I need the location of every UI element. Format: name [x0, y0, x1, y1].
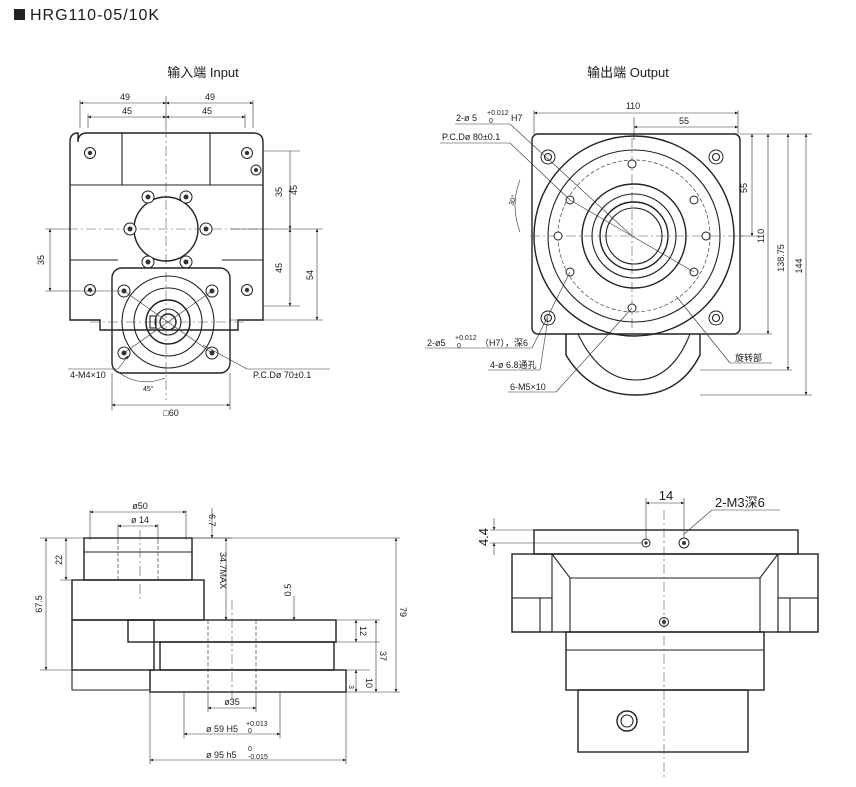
- output-callout-pin-bot: 2-ø5: [427, 338, 446, 348]
- input-dim-35-right: 35: [274, 187, 284, 197]
- front-callout-tap: 2-M3深6: [715, 495, 765, 510]
- side-dim-37: 37: [378, 651, 388, 661]
- side-dim-10: 10: [364, 678, 374, 688]
- side-view: ø50 ø 14 22 67.5 6.7 34.7MAX: [34, 501, 408, 764]
- input-dim-49-left: 49: [120, 92, 130, 102]
- output-view: 输出端 Output 110 55: [425, 65, 812, 396]
- input-view-title: 输入端 Input: [167, 65, 239, 80]
- output-pin-bot-fit: （H7），深6: [480, 338, 528, 348]
- side-dim-12: 12: [358, 626, 368, 636]
- output-angle-30: 30°: [507, 194, 518, 207]
- output-dim-144: 144: [794, 258, 804, 273]
- output-callout-thru: 4-ø 6.8通孔: [490, 360, 537, 370]
- input-angle-45: 45°: [143, 385, 154, 393]
- output-pin-top-tol-up: +0.012: [487, 110, 509, 117]
- input-dim-49-right: 49: [205, 92, 215, 102]
- input-dim-45-right: 45: [202, 106, 212, 116]
- side-dim-d59: ø 59 H5: [206, 724, 238, 734]
- output-callout-pin-top: 2-ø 5: [456, 113, 477, 123]
- side-dim-67-5: 67.5: [34, 595, 44, 613]
- output-pin-bot-tol-dn: 0: [457, 343, 461, 350]
- output-pin-top-fit: H7: [511, 113, 523, 123]
- side-dim-d14: ø 14: [131, 515, 149, 525]
- output-callout-tap: 6-M5×10: [510, 382, 546, 392]
- input-dim-54: 54: [305, 270, 315, 280]
- input-view: 输入端 Input 49 49 45 45: [36, 65, 330, 418]
- front-dim-14: 14: [659, 488, 673, 503]
- input-dim-35-left: 35: [36, 255, 46, 265]
- side-dim-79: 79: [398, 607, 408, 617]
- front-dim-4-4: 4.4: [476, 528, 491, 546]
- drawing-heading: HRG110-05/10K: [14, 7, 160, 25]
- side-dim-6-7: 6.7: [207, 514, 217, 527]
- side-dim-d95: ø 95 h5: [206, 750, 237, 760]
- front-view: 14 2-M3深6 4.4: [476, 488, 819, 780]
- output-dim-110-top: 110: [626, 101, 640, 111]
- output-callout-pcd: P.C.Dø 80±0.1: [442, 132, 500, 142]
- input-dim-45-upper: 45: [274, 263, 284, 273]
- input-dim-45-lower: 45: [289, 185, 299, 195]
- input-dim-square-60: □60: [163, 408, 178, 418]
- side-dim-d35: ø35: [224, 697, 240, 707]
- side-dim-0-5: 0.5: [283, 584, 293, 597]
- side-dim-3: 3: [347, 685, 354, 689]
- side-dim-d95-tol-up: 0: [248, 746, 252, 753]
- heading-square-icon: [14, 9, 25, 20]
- output-pin-bot-tol-up: +0.012: [455, 335, 477, 342]
- side-dim-d50: ø50: [132, 501, 148, 511]
- output-dim-55-top: 55: [679, 116, 689, 126]
- output-dim-110-right: 110: [756, 229, 766, 243]
- output-view-title: 输出端 Output: [587, 65, 669, 80]
- output-dim-138-75: 138.75: [776, 244, 786, 272]
- side-dim-max: 34.7MAX: [218, 552, 228, 589]
- output-dim-55-right: 55: [739, 183, 749, 193]
- side-dim-d59-tol-dn: 0: [248, 728, 252, 735]
- input-callout-tap: 4-M4×10: [70, 370, 106, 380]
- output-callout-rotary: 旋转部: [735, 352, 762, 363]
- input-dim-45-left: 45: [122, 106, 132, 116]
- output-pin-top-tol-dn: 0: [489, 118, 493, 125]
- side-dim-d95-tol-dn: -0.015: [248, 754, 268, 761]
- drawing-title: HRG110-05/10K: [30, 7, 161, 24]
- input-callout-pcd: P.C.Dø 70±0.1: [253, 370, 311, 380]
- side-dim-22: 22: [54, 555, 64, 565]
- side-dim-d59-tol-up: +0.013: [246, 721, 268, 728]
